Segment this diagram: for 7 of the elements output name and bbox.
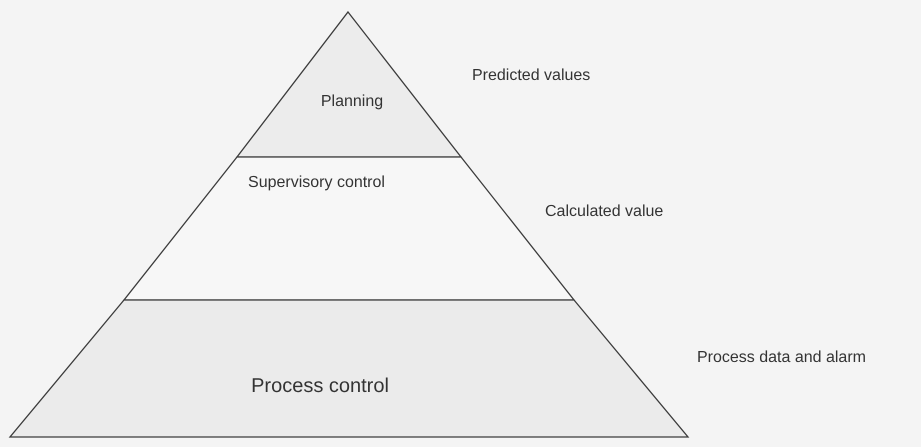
level-label: Process control — [250, 374, 390, 399]
annotation-text: Process data and alarm — [697, 348, 866, 368]
annotation-text: Predicted values — [472, 66, 590, 86]
level-label: Planning — [320, 92, 384, 112]
level-label: Supervisory control — [247, 173, 386, 193]
annotation-text: Calculated value — [545, 202, 664, 222]
pyramid-level — [10, 300, 688, 437]
